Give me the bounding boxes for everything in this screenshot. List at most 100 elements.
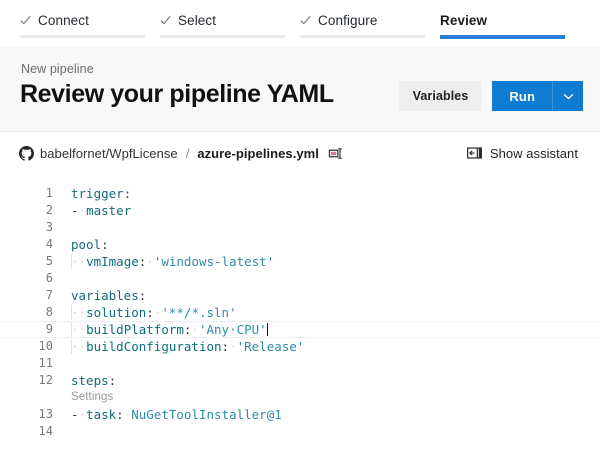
- code-line[interactable]: 2 -·master: [0, 202, 600, 219]
- code-line[interactable]: 6: [0, 270, 600, 287]
- page-title: Review your pipeline YAML: [20, 80, 334, 108]
- show-assistant-button[interactable]: Show assistant: [466, 143, 578, 163]
- code-line[interactable]: 11: [0, 355, 600, 372]
- code-line[interactable]: 3: [0, 219, 600, 236]
- check-icon: [20, 15, 31, 26]
- line-number: 13: [38, 407, 53, 421]
- code-token: -: [71, 203, 79, 218]
- check-icon: [300, 15, 311, 26]
- text-cursor: [266, 323, 268, 336]
- rename-file-icon[interactable]: [328, 147, 343, 160]
- file-bar: babelfornet/WpfLicense / azure-pipelines…: [0, 132, 600, 174]
- code-token: :: [108, 373, 117, 388]
- code-token: ··: [71, 322, 87, 337]
- code-text: variables:: [71, 287, 600, 304]
- line-number: 9: [45, 322, 53, 336]
- indent-guide: [71, 322, 72, 337]
- wizard-tab-inner: Select: [160, 10, 300, 30]
- code-token: :: [123, 186, 132, 201]
- code-line[interactable]: 7 variables:: [0, 287, 600, 304]
- line-number: 5: [45, 254, 53, 268]
- code-token: solution: [86, 305, 147, 320]
- wizard-tab-connect[interactable]: Connect: [20, 0, 160, 47]
- show-assistant-label: Show assistant: [489, 145, 578, 161]
- wizard-tab-inner: Connect: [20, 10, 160, 30]
- code-text: trigger:: [71, 185, 600, 202]
- wizard-tab-select[interactable]: Select: [160, 0, 300, 47]
- code-token: variables: [71, 288, 139, 303]
- code-token: task: [86, 407, 117, 422]
- code-token: -: [71, 407, 79, 422]
- code-text: -·task:·NuGetToolInstaller@1: [71, 406, 600, 423]
- code-line[interactable]: 5 ··vmImage:·'windows-latest': [0, 253, 600, 270]
- code-token: ·: [229, 339, 237, 354]
- line-number: 11: [38, 356, 53, 370]
- line-number: 3: [45, 220, 53, 234]
- code-token: ·: [153, 305, 162, 320]
- code-token: vmImage: [86, 254, 139, 269]
- line-number: 7: [45, 288, 53, 302]
- code-line[interactable]: 14: [0, 423, 600, 440]
- code-text: steps:: [71, 372, 600, 389]
- page-header: New pipeline Review your pipeline YAML V…: [0, 47, 600, 132]
- wizard-tab-label: Configure: [318, 12, 378, 28]
- code-text: ··solution:·'**/*.sln': [71, 304, 600, 321]
- line-number: 4: [45, 237, 53, 251]
- code-text: ··buildConfiguration:·'Release': [71, 338, 600, 355]
- codelens-row: Settings: [0, 389, 600, 406]
- wizard-tab-label: Review: [440, 12, 488, 28]
- code-token: :: [116, 407, 124, 422]
- line-number: 2: [45, 203, 53, 217]
- line-number: 14: [38, 424, 53, 438]
- code-token: 'Release': [236, 339, 305, 354]
- code-token: ·: [123, 407, 132, 422]
- code-line[interactable]: 10··buildConfiguration:·'Release': [0, 338, 600, 355]
- code-line[interactable]: 12 steps:: [0, 372, 600, 389]
- wizard-tab-underline: [160, 35, 285, 38]
- code-token: '**/*.sln': [161, 305, 237, 320]
- code-token: 'windows-latest': [153, 254, 275, 269]
- code-token: ··: [71, 339, 87, 354]
- github-icon: [19, 145, 34, 161]
- code-token: NuGetToolInstaller@1: [131, 407, 282, 422]
- code-token: buildPlatform: [86, 322, 184, 337]
- variables-button[interactable]: Variables: [398, 81, 483, 111]
- code-line[interactable]: 13-·task:·NuGetToolInstaller@1: [0, 406, 600, 423]
- run-button[interactable]: Run: [492, 81, 552, 111]
- line-number: 8: [45, 305, 53, 319]
- wizard-tab-list: Connect Select Configure Review: [20, 0, 580, 47]
- wizard-tab-review[interactable]: Review: [440, 0, 580, 47]
- line-number: 12: [38, 373, 53, 387]
- run-dropdown-button[interactable]: [552, 81, 583, 111]
- wizard-tab-configure[interactable]: Configure: [300, 0, 440, 47]
- code-line[interactable]: 9 ··buildPlatform:·'Any·CPU': [0, 321, 600, 338]
- code-token: ·: [146, 254, 154, 269]
- code-line[interactable]: 8 ··solution:·'**/*.sln': [0, 304, 600, 321]
- code-token: :: [221, 339, 230, 354]
- wizard-tab-inner: Review: [440, 10, 580, 30]
- code-token: :: [101, 237, 109, 252]
- code-text: pool:: [71, 236, 600, 253]
- header-actions: Variables Run: [398, 81, 583, 111]
- code-token: ··: [71, 305, 87, 320]
- code-text: ··vmImage:·'windows-latest': [71, 253, 600, 270]
- code-token: master: [86, 203, 132, 218]
- code-token: :: [138, 254, 147, 269]
- indent-guide: [71, 254, 72, 269]
- indent-guide: [71, 339, 72, 354]
- wizard-tab-label: Select: [178, 12, 217, 28]
- code-text: ··buildPlatform:·'Any·CPU': [71, 321, 600, 338]
- code-token: ·: [78, 203, 87, 218]
- editor-top-padding: [0, 174, 600, 185]
- repo-name[interactable]: babelfornet/WpfLicense: [40, 145, 178, 161]
- code-line[interactable]: 4 pool:: [0, 236, 600, 253]
- code-token: ··: [71, 254, 87, 269]
- code-token: :: [146, 305, 154, 320]
- code-text: -·master: [71, 202, 600, 219]
- indent-guide: [71, 305, 72, 320]
- codelens-settings-link[interactable]: Settings: [71, 391, 114, 403]
- wizard-tab-underline: [300, 35, 425, 38]
- code-token: ·: [78, 407, 87, 422]
